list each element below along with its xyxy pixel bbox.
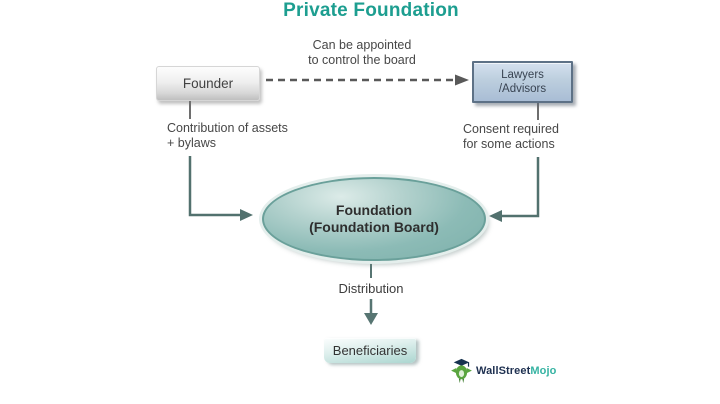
beneficiaries-label: Beneficiaries (332, 343, 408, 358)
founder-arrowhead-icon (240, 209, 253, 221)
brand-logo: WallStreetMojo (451, 358, 556, 384)
brand-name-mojo: Mojo (530, 365, 557, 377)
brand-name: WallStreetMojo (476, 365, 556, 377)
appointed-arrowhead-icon (455, 74, 469, 86)
lawyers-to-foundation-connector (502, 157, 540, 218)
lawyers-advisors-box: Lawyers /Advisors (472, 61, 573, 103)
distribution-label: Distribution (338, 281, 404, 296)
page-title: Private Foundation (283, 0, 459, 21)
foundation-label: Foundation (Foundation Board) (309, 202, 439, 235)
lawyers-advisors-label: Lawyers /Advisors (498, 69, 547, 95)
distribution-arrowhead-icon (364, 313, 378, 325)
wallstreetmojo-bull-icon (451, 358, 472, 384)
appointed-note: Can be appointed to control the board (308, 38, 416, 67)
lawyers-arrowhead-icon (489, 210, 502, 222)
founder-to-foundation-connector (188, 156, 240, 217)
contribution-note: Contribution of assets + bylaws (167, 121, 288, 150)
foundation-ellipse: Foundation (Foundation Board) (262, 177, 486, 261)
brand-name-wallstreet: WallStreet (476, 365, 531, 377)
founder-box: Founder (156, 66, 260, 101)
beneficiaries-box: Beneficiaries (324, 338, 416, 363)
consent-note: Consent required for some actions (463, 122, 559, 151)
founder-label: Founder (182, 76, 234, 91)
